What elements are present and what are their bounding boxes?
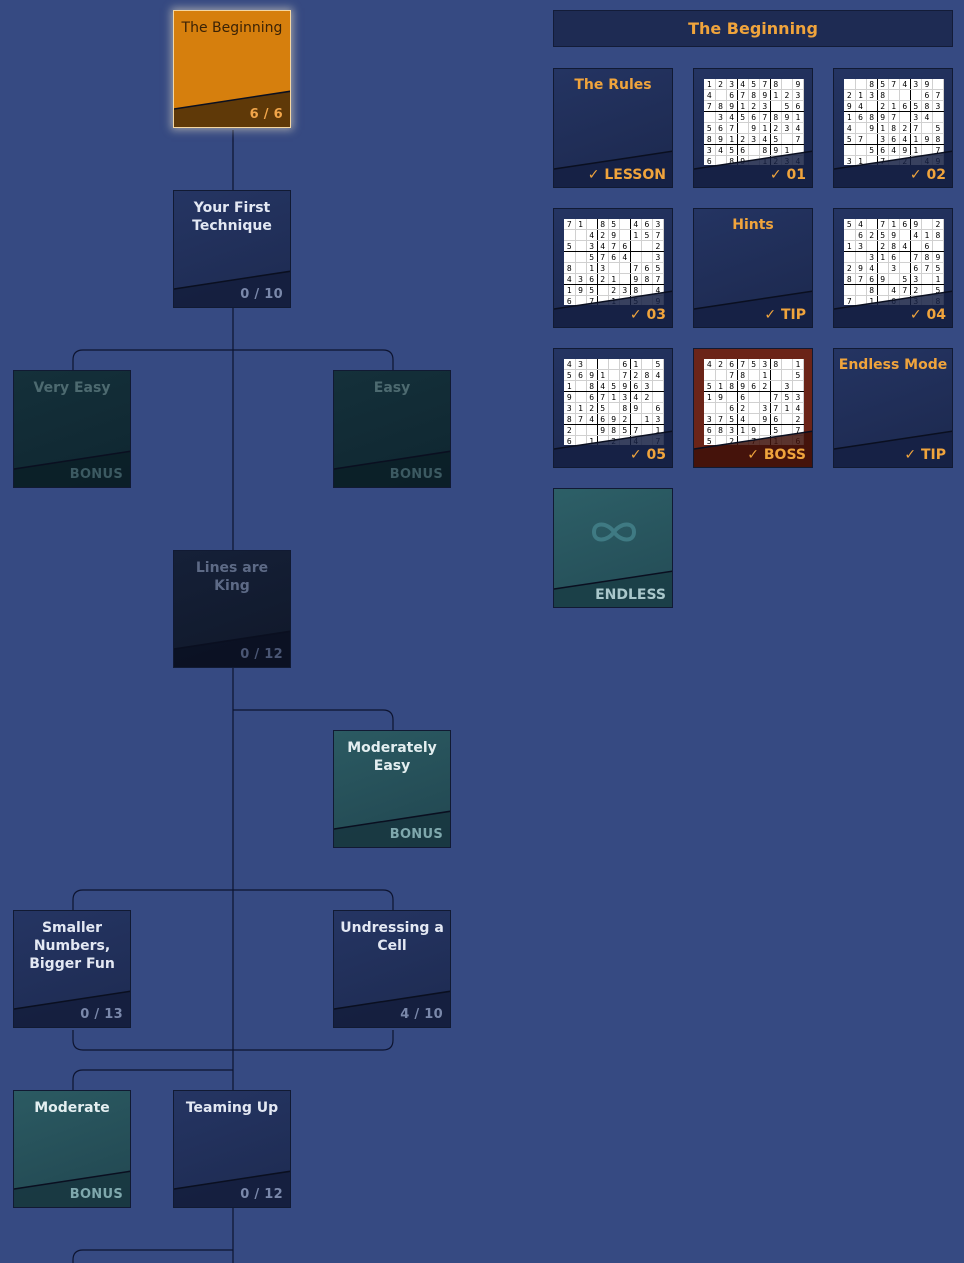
- check-icon: ✓: [909, 167, 922, 183]
- tile-label: ✓ 02: [910, 167, 946, 183]
- infinity-icon: [591, 522, 637, 542]
- tile-label: ✓ TIP: [764, 307, 806, 323]
- chapter-node-lines-are-king[interactable]: Lines are King 0 / 12: [173, 550, 291, 668]
- tile-label: ✓ 01: [770, 167, 806, 183]
- chapter-node-your-first-technique[interactable]: Your First Technique 0 / 10: [173, 190, 291, 308]
- check-icon: ✓: [629, 447, 642, 463]
- chapter-title: Lines are King: [195, 560, 269, 594]
- tile-label: ✓ 04: [910, 307, 946, 323]
- tile-hints[interactable]: Hints ✓ TIP: [693, 208, 813, 328]
- tile-the-rules[interactable]: The Rules ✓ LESSON: [553, 68, 673, 188]
- tile-endless-mode[interactable]: Endless Mode ✓ TIP: [833, 348, 953, 468]
- check-icon: ✓: [904, 447, 917, 463]
- chapter-title: Undressing a Cell: [340, 920, 444, 954]
- chapter-title: Moderately Easy: [347, 740, 437, 774]
- chapter-node-undressing-a-cell[interactable]: Undressing a Cell 4 / 10: [333, 910, 451, 1028]
- tile-title: Hints: [732, 217, 774, 233]
- chapter-progress: 0 / 13: [80, 1007, 123, 1022]
- check-icon: ✓: [747, 447, 760, 463]
- tile-label: ENDLESS: [595, 587, 666, 603]
- tile-title: The Rules: [574, 77, 652, 93]
- tile-endless[interactable]: ENDLESS: [553, 488, 673, 608]
- tile-label-text: LESSON: [604, 167, 666, 183]
- chapter-title: Moderate: [34, 1100, 110, 1116]
- chapter-title: Your First Technique: [192, 200, 272, 234]
- check-icon: ✓: [587, 167, 600, 183]
- tile-label-text: TIP: [920, 447, 946, 463]
- panel-title: The Beginning: [553, 10, 953, 47]
- check-icon: ✓: [764, 307, 777, 323]
- chapter-title: Very Easy: [33, 380, 111, 396]
- chapter-title: Easy: [373, 380, 411, 396]
- chapter-node-smaller-numbers[interactable]: Smaller Numbers, Bigger Fun 0 / 13: [13, 910, 131, 1028]
- tile-label: ✓ BOSS: [747, 447, 806, 463]
- tile-label-text: 02: [926, 167, 946, 183]
- check-icon: ✓: [909, 307, 922, 323]
- tile-label-text: BOSS: [763, 447, 806, 463]
- tile-label-text: TIP: [780, 307, 806, 323]
- tile-title: Endless Mode: [838, 357, 948, 373]
- chapter-progress: 4 / 10: [400, 1007, 443, 1022]
- tile-label-text: 03: [646, 307, 666, 323]
- chapter-progress: 0 / 12: [240, 647, 283, 662]
- chapter-progress: BONUS: [69, 467, 123, 482]
- chapter-progress: 6 / 6: [249, 107, 283, 122]
- tile-label: ✓ LESSON: [588, 167, 666, 183]
- tile-label-text: 04: [926, 307, 946, 323]
- tile-label-text: 01: [786, 167, 806, 183]
- tile-label: ✓ 05: [630, 447, 666, 463]
- tile-label-text: ENDLESS: [595, 587, 666, 603]
- tile-label: ✓ TIP: [904, 447, 946, 463]
- chapter-progress: BONUS: [69, 1187, 123, 1202]
- chapter-progress: BONUS: [389, 827, 443, 842]
- check-icon: ✓: [629, 307, 642, 323]
- tile-label-text: 05: [646, 447, 666, 463]
- tile-label: ✓ 03: [630, 307, 666, 323]
- chapter-node-the-beginning[interactable]: The Beginning 6 / 6: [173, 10, 291, 128]
- chapter-progress: 0 / 12: [240, 1187, 283, 1202]
- chapter-progress: 0 / 10: [240, 287, 283, 302]
- chapter-node-teaming-up[interactable]: Teaming Up 0 / 12: [173, 1090, 291, 1208]
- chapter-title: Teaming Up: [185, 1100, 279, 1116]
- chapter-progress: BONUS: [389, 467, 443, 482]
- chapter-title: The Beginning: [181, 20, 283, 36]
- chapter-title: Smaller Numbers, Bigger Fun: [29, 920, 115, 972]
- check-icon: ✓: [769, 167, 782, 183]
